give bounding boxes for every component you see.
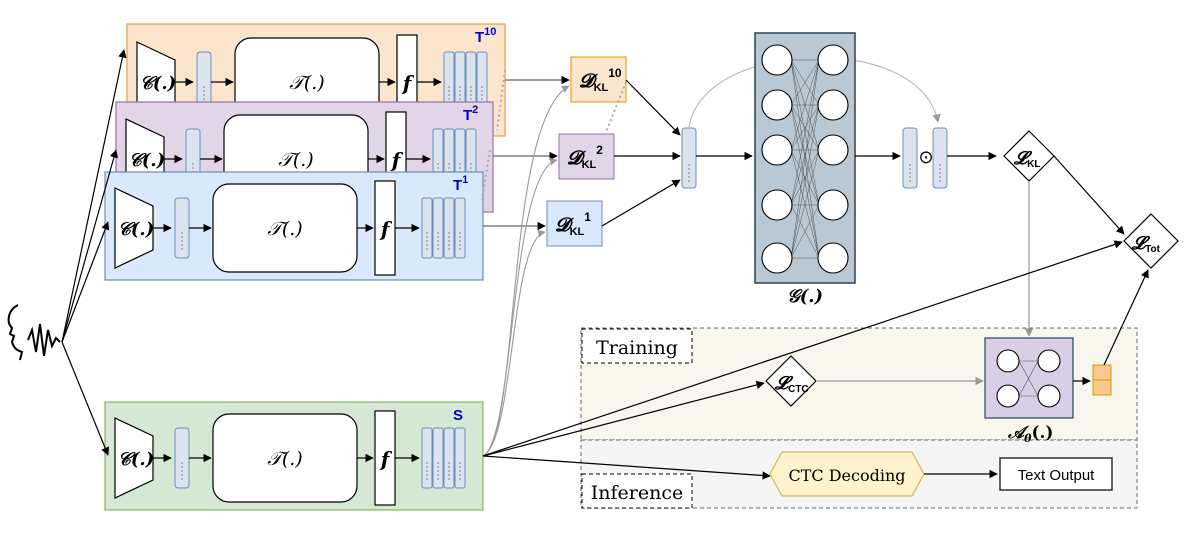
output-bar: [454, 427, 466, 489]
generator-node: [817, 89, 849, 121]
encoder-label: 𝒞(.): [129, 150, 165, 171]
generator-node: [761, 189, 793, 221]
adapter-node: [1037, 349, 1061, 373]
dkl-10-base: 𝓓: [579, 70, 598, 92]
transformer-label: 𝒯(.): [289, 72, 324, 94]
gated-embedding: [932, 127, 948, 189]
projection-label: f: [379, 447, 393, 471]
gen-output-embedding: [902, 127, 918, 189]
output-bar: [421, 427, 433, 489]
adapter-node: [996, 384, 1020, 408]
training-label: Training: [596, 337, 678, 359]
generator-node: [761, 89, 793, 121]
dkl-1-box: 𝓓KL 1: [546, 200, 603, 247]
adapter-node: [1037, 384, 1061, 408]
svg-text:𝓓KL2: 𝓓KL 2: [567, 143, 603, 171]
output-bar: [443, 427, 455, 489]
branch-tag: T1: [453, 174, 468, 194]
dkl-2-sup: 2: [596, 143, 603, 157]
svg-text:𝒜θ(.): 𝒜θ(.): [1007, 423, 1053, 445]
dkl-1-base: 𝓓: [555, 214, 574, 236]
generator-node: [761, 44, 793, 76]
generator-network: 𝒢(.): [754, 32, 856, 307]
text-output-label: Text Output: [1018, 467, 1096, 484]
adapter-output-block: [1092, 364, 1112, 396]
dkl-2-box: 𝓓KL 2: [558, 133, 615, 180]
inference-label: Inference: [591, 482, 683, 504]
output-bar: [454, 197, 466, 259]
generator-node: [817, 134, 849, 166]
concat-embedding: [681, 127, 697, 189]
branch-tag: S: [453, 407, 463, 424]
projection-label: f: [379, 217, 393, 241]
branch-tag: T10: [475, 26, 496, 46]
projection-label: f: [401, 71, 415, 95]
transformer-label: 𝒯(.): [267, 218, 302, 240]
encoder-block: [114, 187, 154, 269]
dkl-2-sub: KL: [582, 159, 597, 171]
dkl-10-sup: 10: [608, 66, 622, 80]
adapter-suffix: (.): [1031, 423, 1053, 443]
dkl-10-sub: KL: [594, 82, 609, 94]
ctc-decoding-label: CTC Decoding: [788, 466, 905, 485]
loss-kl-sub: KL: [1027, 159, 1040, 170]
generator-node: [817, 242, 849, 274]
encoder-label: 𝒞(.): [118, 449, 154, 470]
loss-ctc-sub: CTC: [788, 384, 809, 395]
generator-node: [761, 242, 793, 274]
transformer-label: 𝒯(.): [278, 149, 313, 171]
hadamard-symbol: ⊙: [918, 147, 933, 167]
dkl-2-base: 𝓓: [567, 147, 586, 169]
loss-kl-diamond: 𝓛KL: [1003, 130, 1055, 182]
teacher-1-branch: 𝒞(.) 𝒯(.) f T1: [104, 171, 484, 281]
dkl-1-sub: KL: [570, 226, 585, 238]
text-output-box: Text Output: [999, 457, 1113, 491]
adapter-sub: θ: [1024, 432, 1032, 445]
encoder-label: 𝒞(.): [118, 219, 154, 240]
adapter-network: 𝒜θ(.): [984, 337, 1074, 445]
student-branch: 𝒞(.) 𝒯(.) f S: [104, 401, 484, 511]
output-bar: [432, 197, 444, 259]
output-bar: [421, 197, 433, 259]
encoder-label: 𝒞(.): [140, 73, 176, 94]
branch-tag: T2: [463, 104, 478, 124]
dkl-10-box: 𝓓KL 10: [570, 56, 627, 103]
ctc-decoding-block: CTC Decoding: [769, 451, 925, 497]
adapter-node: [996, 349, 1020, 373]
svg-text:𝓓KL10: 𝓓KL 10: [579, 66, 622, 94]
transformer-label: 𝒯(.): [267, 448, 302, 470]
encoder-block: [114, 417, 154, 499]
speaker-waveform-icon: [7, 304, 61, 361]
generator-node: [817, 189, 849, 221]
generator-node: [817, 44, 849, 76]
dkl-1-sup: 1: [584, 210, 591, 224]
loss-total-sub: Tot: [1145, 244, 1160, 255]
output-bar: [432, 427, 444, 489]
generator-label: 𝒢(.): [787, 286, 823, 307]
projection-label: f: [390, 148, 404, 172]
svg-text:𝓓KL1: 𝓓KL 1: [555, 210, 591, 238]
generator-node: [761, 134, 793, 166]
loss-total-diamond: 𝓛Tot: [1123, 213, 1179, 269]
loss-ctc-diamond: 𝓛CTC: [765, 355, 817, 407]
output-bar: [443, 197, 455, 259]
